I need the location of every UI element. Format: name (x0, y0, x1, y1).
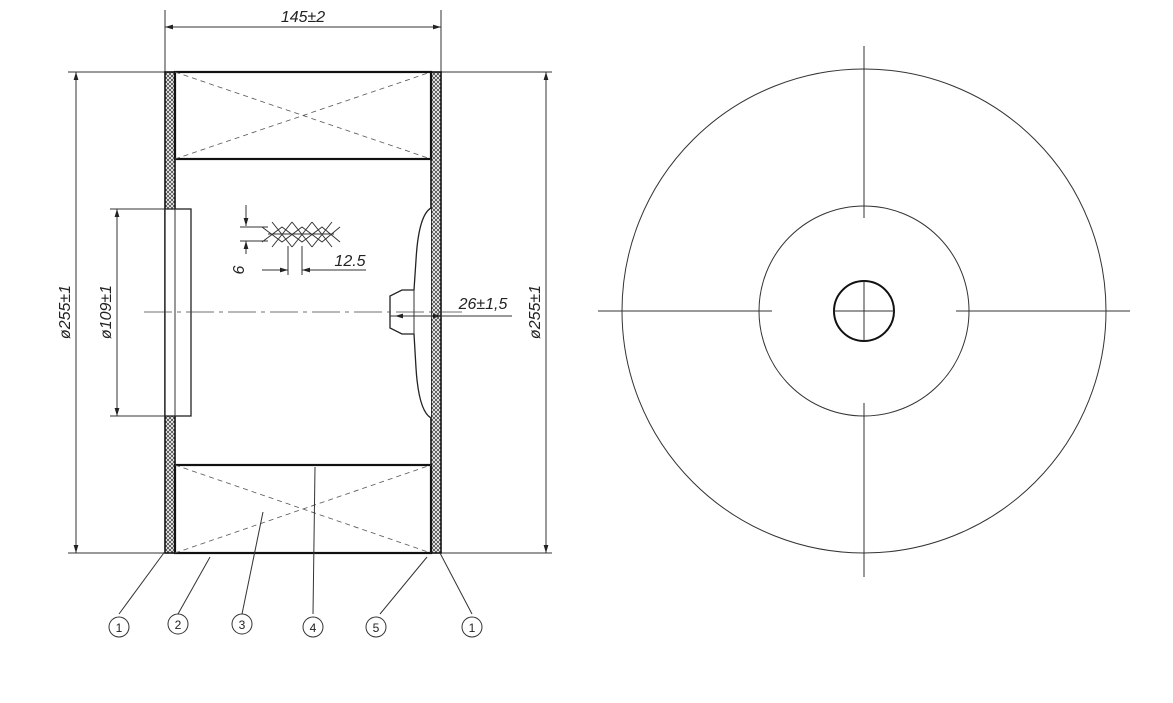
svg-text:1: 1 (469, 621, 476, 635)
pleat-detail: 6 12.5 (231, 205, 366, 275)
right-diameter-label: ø255±1 (527, 285, 544, 339)
inner-diameter-label: ø109±1 (98, 285, 115, 339)
bottom-filter-media (173, 463, 433, 555)
top-filter-media (173, 70, 433, 161)
pleat-height-label: 6 (231, 265, 248, 274)
width-label: 145±2 (281, 9, 325, 26)
svg-text:2: 2 (175, 618, 182, 632)
width-dimension: 145±2 (164, 9, 442, 72)
inner-diameter-dimension: ø109±1 (98, 208, 165, 417)
svg-text:1: 1 (116, 621, 123, 635)
callout-balloon-5: 5 (365, 616, 387, 638)
left-diameter-label: ø255±1 (57, 285, 74, 339)
callout-balloon-1a: 1 (108, 616, 130, 638)
pleat-pitch-label: 12.5 (334, 253, 365, 270)
front-view (598, 46, 1130, 577)
callout-balloon-1b: 1 (461, 616, 483, 638)
offset-dimension: 26±1,5 (390, 296, 512, 319)
inner-spigot (164, 208, 192, 417)
right-end-cap (430, 71, 442, 554)
svg-text:3: 3 (239, 618, 246, 632)
side-view: 145±2 ø255±1 ø109±1 ø255±1 (57, 9, 552, 638)
callout-balloon-4: 4 (302, 616, 324, 638)
right-dish-profile (389, 207, 432, 419)
callout-leaders (118, 466, 473, 615)
right-diameter-dimension: ø255±1 (441, 71, 552, 554)
callout-balloon-2: 2 (167, 613, 189, 635)
offset-label: 26±1,5 (458, 296, 508, 313)
svg-text:4: 4 (310, 621, 317, 635)
left-diameter-dimension: ø255±1 (57, 71, 165, 554)
svg-text:5: 5 (373, 621, 380, 635)
callout-balloon-3: 3 (231, 613, 253, 635)
